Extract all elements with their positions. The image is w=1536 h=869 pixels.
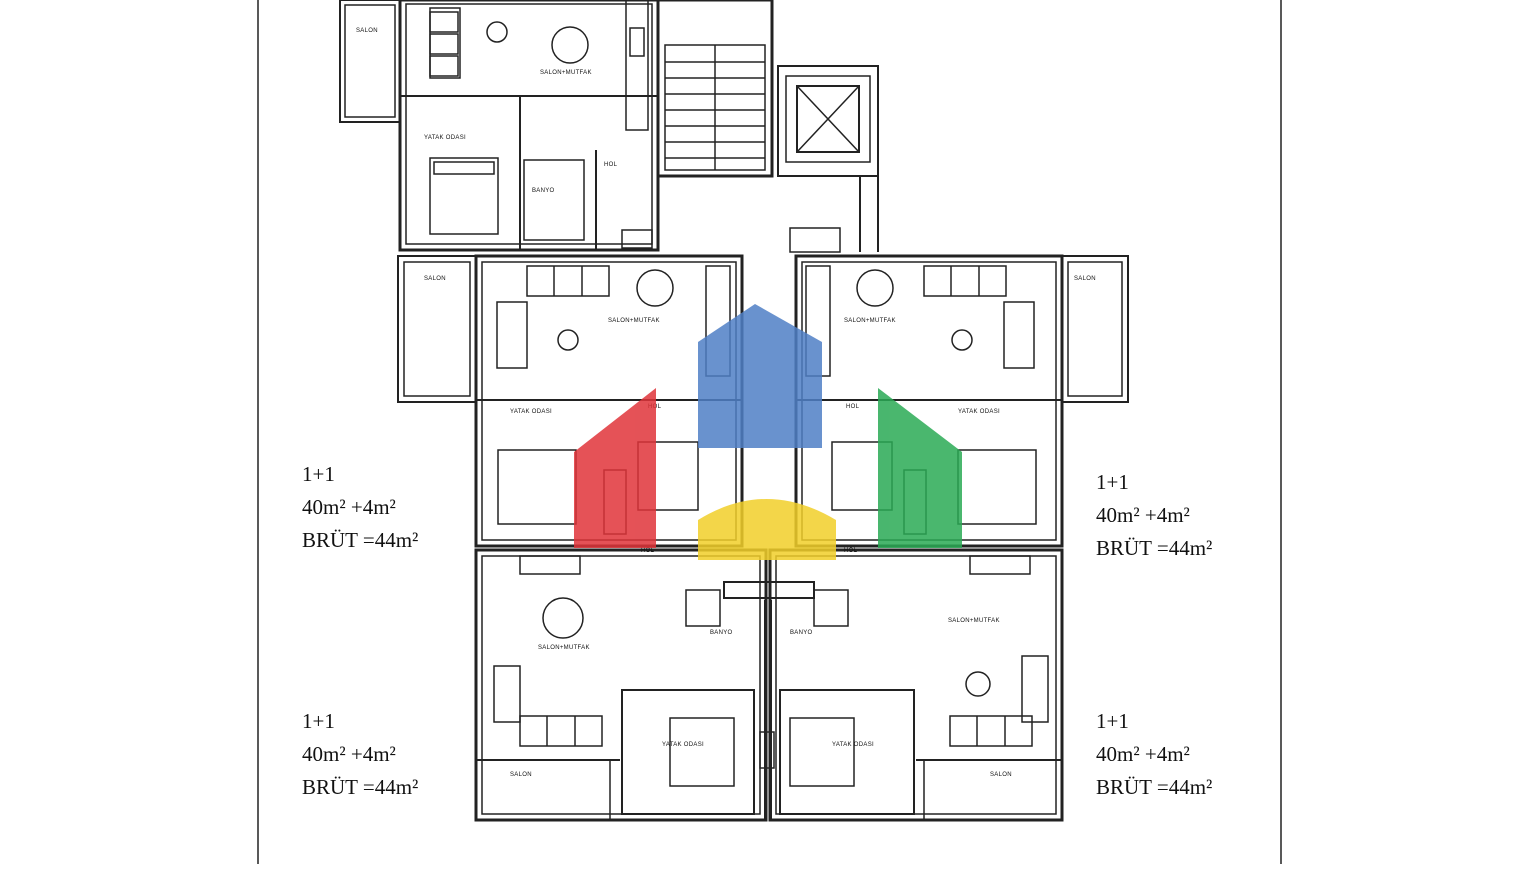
unit-type: 1+1: [1096, 470, 1129, 494]
central-corridor: [723, 581, 815, 820]
unit-gross-area: BRÜT =44m²: [1096, 775, 1213, 799]
room-label-yatak-odasi: YATAK ODASI: [510, 409, 552, 415]
room-label-hol: HOL: [641, 548, 655, 554]
room-label-salon: SALON: [510, 772, 532, 778]
room-label-yatak-odasi: YATAK ODASI: [424, 135, 466, 141]
unit-type: 1+1: [1096, 709, 1129, 733]
watermark-logo: [574, 304, 962, 560]
room-label-salon: SALON: [424, 276, 446, 282]
unit-gross-area: BRÜT =44m²: [302, 528, 419, 552]
unit-type: 1+1: [302, 462, 335, 486]
room-label-salon-mutfak: SALON+MUTFAK: [540, 70, 592, 76]
room-label-salon-mutfak: SALON+MUTFAK: [844, 318, 896, 324]
room-label-hol: HOL: [846, 404, 860, 410]
room-label-hol: HOL: [844, 548, 858, 554]
staircase: [656, 0, 774, 178]
room-label-yatak-odasi: YATAK ODASI: [958, 409, 1000, 415]
unit-area-label-middle-right: 1+1 40m² +4m² BRÜT =44m²: [1096, 466, 1212, 565]
room-label-salon: SALON: [1074, 276, 1096, 282]
logo-yellow-segment: [698, 499, 836, 560]
unit-area: 40m² +4m²: [302, 742, 396, 766]
unit-type: 1+1: [302, 709, 335, 733]
upper-unit: [339, 0, 660, 252]
room-label-yatak-odasi: YATAK ODASI: [832, 742, 874, 748]
room-label-banyo: BANYO: [532, 188, 555, 194]
logo-red-segment: [574, 388, 656, 548]
room-label-hol: HOL: [604, 162, 618, 168]
unit-area-label-lower-left: 1+1 40m² +4m² BRÜT =44m²: [302, 705, 418, 804]
logo-green-segment: [878, 388, 962, 548]
room-label-banyo: BANYO: [710, 630, 733, 636]
room-label-banyo: BANYO: [790, 630, 813, 636]
room-label-salon-mutfak: SALON+MUTFAK: [538, 645, 590, 651]
room-label-salon-mutfak: SALON+MUTFAK: [608, 318, 660, 324]
room-label-salon: SALON: [356, 28, 378, 34]
elevator-shaft: [777, 65, 879, 177]
room-label-salon: SALON: [990, 772, 1012, 778]
unit-area: 40m² +4m²: [1096, 503, 1190, 527]
unit-area: 40m² +4m²: [302, 495, 396, 519]
unit-area-label-lower-right: 1+1 40m² +4m² BRÜT =44m²: [1096, 705, 1212, 804]
unit-lower-left: [474, 548, 768, 822]
unit-area-label-middle-left: 1+1 40m² +4m² BRÜT =44m²: [302, 458, 418, 557]
room-label-salon-mutfak: SALON+MUTFAK: [948, 618, 1000, 624]
logo-blue-segment: [698, 304, 822, 448]
unit-area: 40m² +4m²: [1096, 742, 1190, 766]
unit-gross-area: BRÜT =44m²: [302, 775, 419, 799]
unit-gross-area: BRÜT =44m²: [1096, 536, 1213, 560]
shaft-connector: [789, 176, 879, 253]
unit-middle-left: [397, 254, 744, 548]
room-label-yatak-odasi: YATAK ODASI: [662, 742, 704, 748]
